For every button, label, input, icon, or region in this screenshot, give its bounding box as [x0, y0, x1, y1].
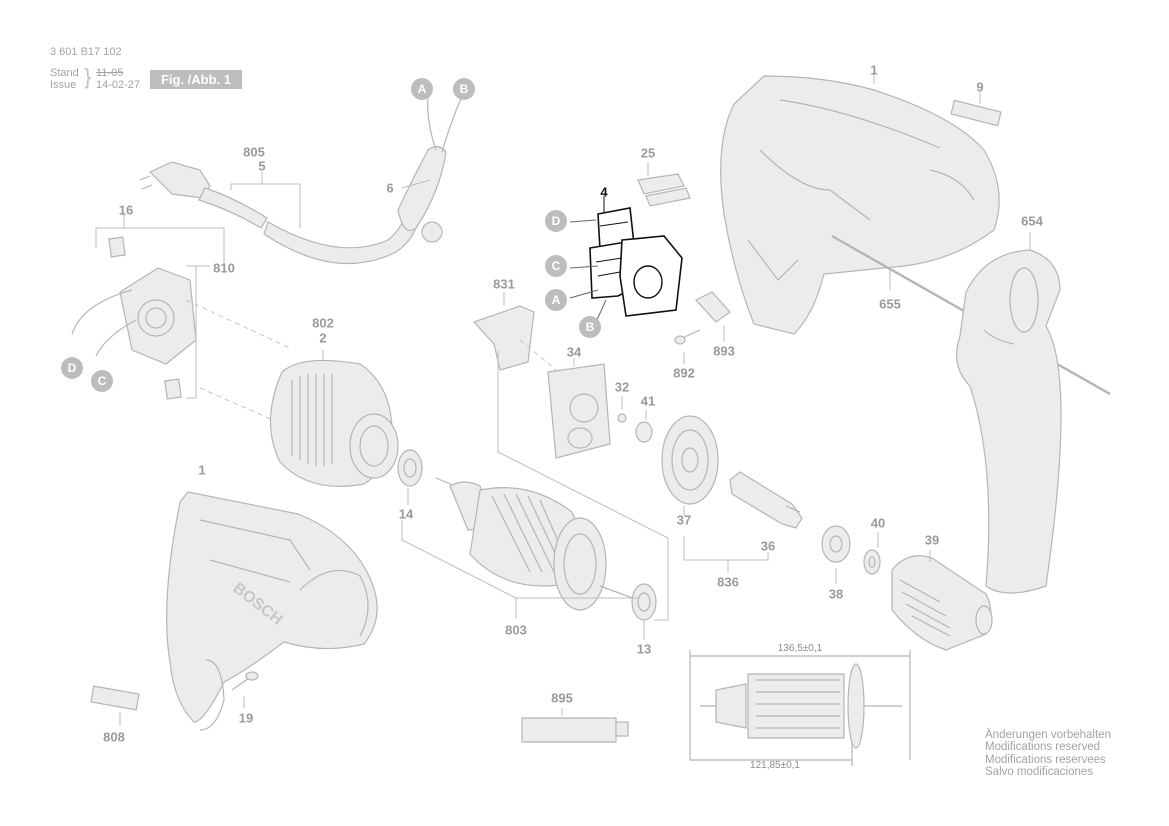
field-stator-drawing [269, 350, 399, 487]
part-label-36: 36 [760, 538, 776, 554]
part-label-836: 836 [717, 574, 739, 590]
connector-d-badge-brush: D [61, 357, 83, 379]
document-number: 3 601 B17 102 [50, 46, 122, 58]
armature-drawing [401, 477, 657, 640]
part-label-655: 655 [879, 296, 901, 312]
switch-drawing [569, 196, 683, 323]
part-label-32: 32 [614, 379, 630, 395]
part-label-39: 39 [924, 532, 940, 548]
part-label-892: 892 [673, 365, 695, 381]
part-label-34: 34 [566, 344, 582, 360]
gear-train-drawing [617, 396, 719, 516]
figure-label: Fig. /Abb. 1 [150, 70, 242, 89]
part-label-810: 810 [213, 260, 235, 276]
part-label-16: 16 [118, 202, 134, 218]
bearing-14-drawing [397, 449, 423, 505]
part-label-808: 808 [103, 729, 125, 745]
part-label-895: 895 [551, 690, 573, 706]
connector-c-badge-switch: C [545, 255, 567, 277]
part-label-40: 40 [870, 515, 886, 531]
note-line: Modifications reservees [985, 753, 1106, 766]
part-label-13: 13 [636, 641, 652, 657]
part-label-41: 41 [640, 393, 656, 409]
part-label-37: 37 [676, 512, 692, 528]
part-label-38: 38 [828, 586, 844, 602]
issue-label: Issue [50, 79, 77, 91]
part-label-9: 9 [976, 79, 984, 95]
issue-date: 14-02-27 [96, 79, 141, 91]
dimension-core-length: 121,85±0,1 [750, 760, 800, 771]
armature-dimension-drawing [689, 650, 911, 766]
part-label-802: 802 [312, 315, 334, 331]
note-line: Salvo modificaciones [985, 765, 1094, 778]
connector-b-badge-cable: B [453, 78, 475, 100]
note-line: Änderungen vorbehalten [985, 729, 1111, 741]
part-label-19: 19 [238, 710, 254, 726]
dimension-overall-length: 136,5±0,1 [777, 643, 823, 654]
brace-icon: } [84, 64, 92, 89]
front-housing-drawing [90, 491, 378, 731]
part-label-654: 654 [1021, 213, 1043, 229]
switch-clip-drawing [637, 162, 691, 207]
part-label-1-rear: 1 [870, 62, 878, 78]
chuck-drawing [821, 525, 993, 651]
connector-c-badge-brush: C [91, 370, 113, 392]
part-label-1-front: 1 [198, 462, 206, 478]
part-label-893: 893 [713, 343, 735, 359]
connector-a-badge-cable: A [411, 78, 433, 100]
part-label-803: 803 [505, 622, 527, 638]
part-label-831: 831 [493, 276, 515, 292]
mains-cable-drawing [139, 95, 463, 265]
switch-cover-drawing [472, 292, 669, 621]
connector-a-badge-switch: A [545, 289, 567, 311]
rear-housing-drawing [720, 74, 1111, 594]
grease-tube-drawing [521, 708, 629, 743]
part-label-4: 4 [600, 184, 608, 200]
note-line: Modifications reserved [985, 741, 1101, 754]
connector-d-badge-switch: D [545, 210, 567, 232]
part-label-14: 14 [398, 506, 414, 522]
part-label-6: 6 [386, 180, 394, 196]
connector-b-badge-switch: B [579, 316, 601, 338]
brush-holder-drawing [71, 214, 297, 431]
stand-date: 11-05 [96, 67, 124, 79]
screw-892-drawing [674, 291, 731, 364]
spindle-drawing [683, 471, 803, 572]
part-label-25: 25 [640, 145, 656, 161]
modification-notes: Änderungen vorbehalten Modifications res… [985, 729, 1111, 778]
part-label-5: 5 [258, 158, 266, 174]
stand-label: Stand [50, 67, 79, 79]
part-label-805: 805 [243, 144, 265, 160]
part-label-2: 2 [319, 330, 327, 346]
